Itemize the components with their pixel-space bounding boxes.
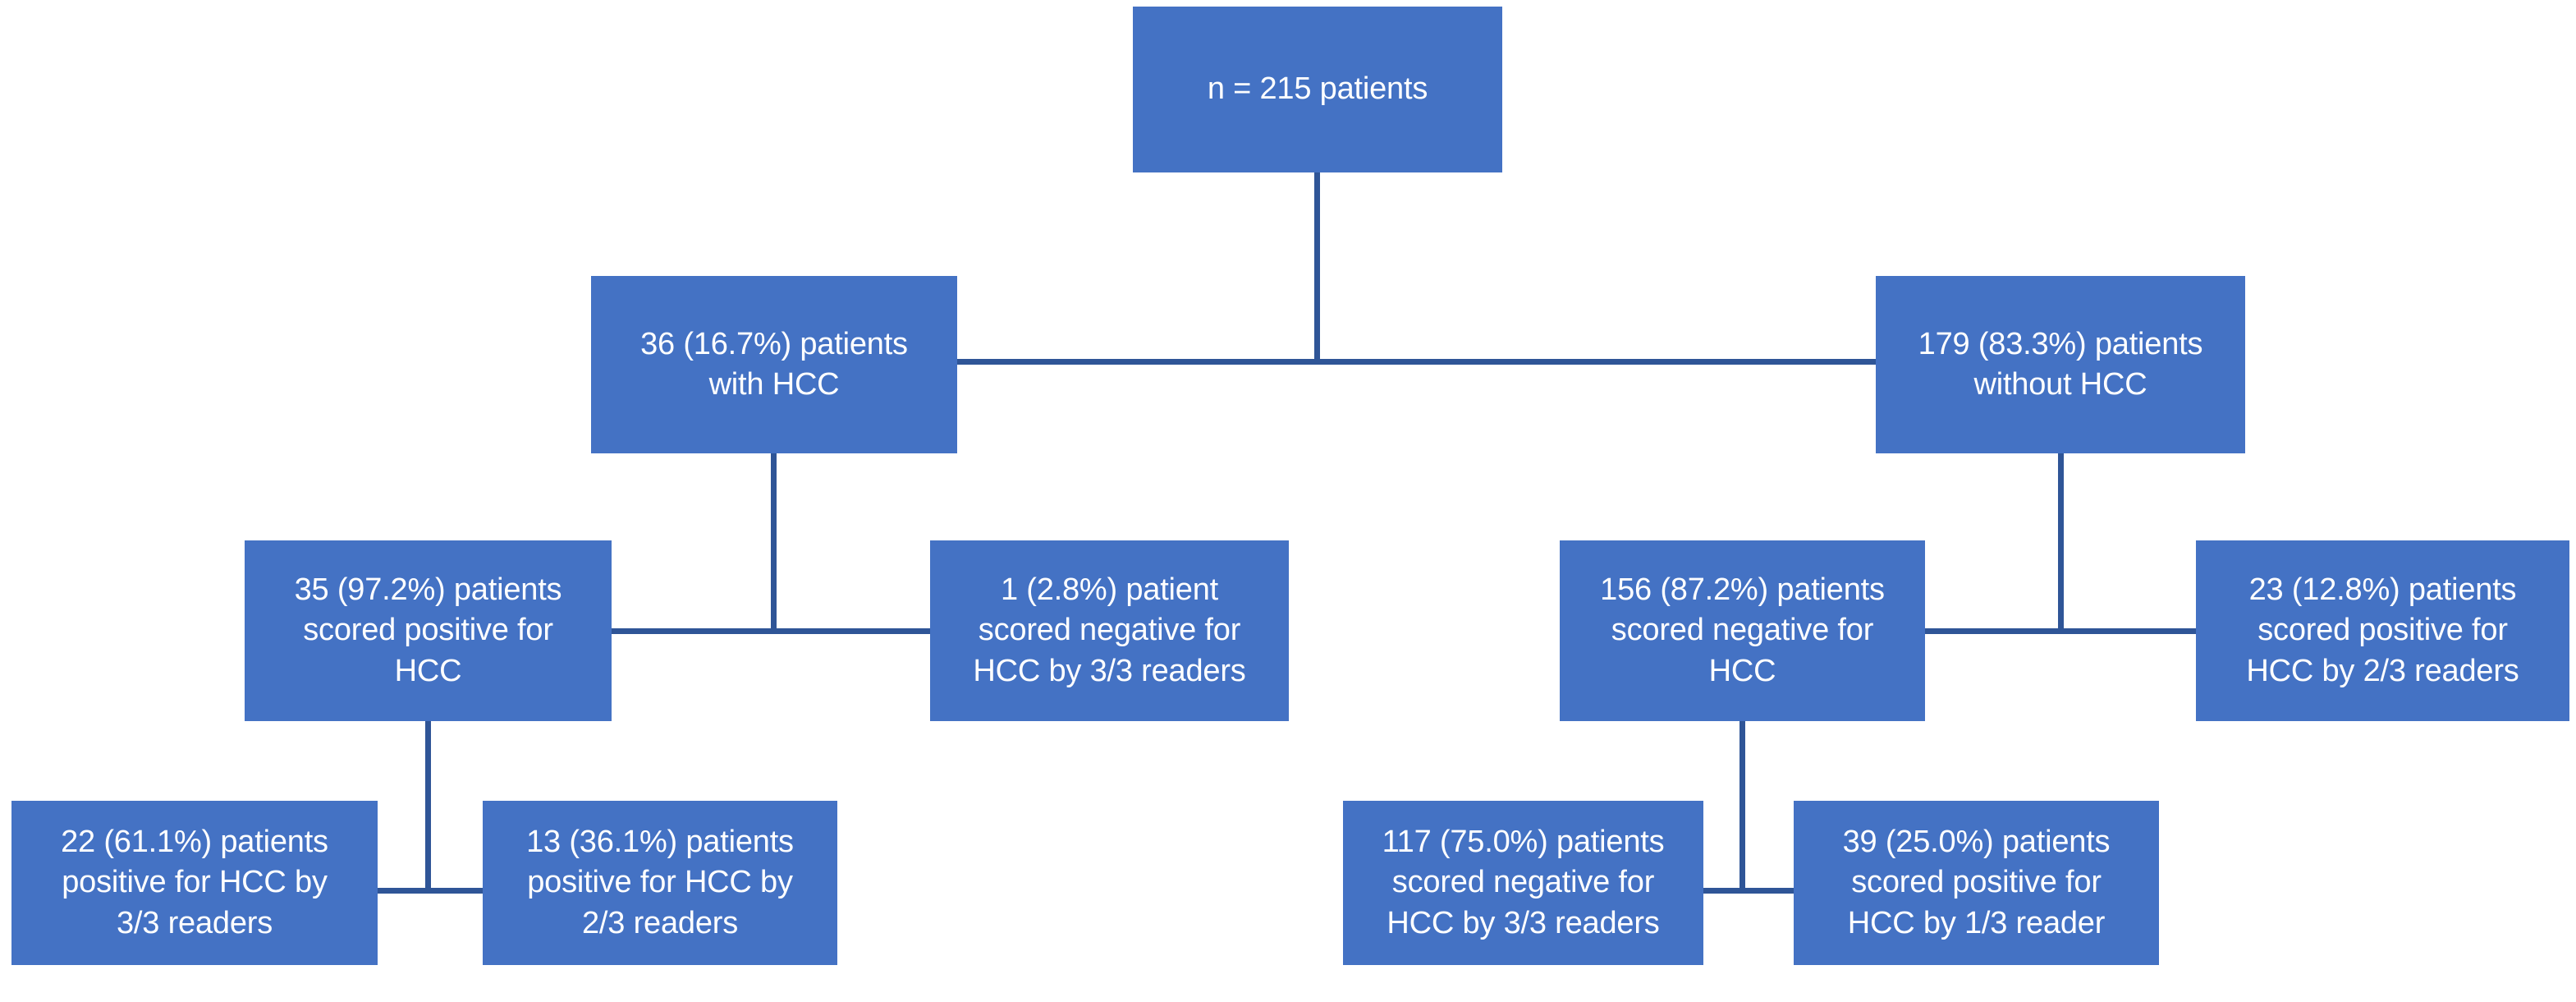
connector-level4-right-bar bbox=[1703, 888, 1794, 894]
node-hcc-pos-33-line2: positive for HCC by bbox=[62, 865, 328, 900]
node-nohcc-pos-line2: scored positive for bbox=[2257, 613, 2508, 648]
node-root-label: n = 215 patients bbox=[1207, 71, 1428, 107]
node-nohcc-scored-negative[interactable]: 156 (87.2%) patients scored negative for… bbox=[1560, 540, 1925, 721]
connector-root-stem bbox=[1314, 172, 1320, 361]
node-hcc-scored-negative[interactable]: 1 (2.8%) patient scored negative for HCC… bbox=[930, 540, 1289, 721]
node-hcc-positive-2of3[interactable]: 13 (36.1%) patients positive for HCC by … bbox=[483, 801, 837, 965]
node-patients-without-hcc[interactable]: 179 (83.3%) patients without HCC bbox=[1876, 276, 2245, 453]
connector-level2-bar bbox=[956, 359, 1877, 365]
connector-level3-left-bar bbox=[612, 628, 930, 634]
node-hcc-pos-line3: HCC bbox=[394, 653, 462, 688]
node-with-hcc-line1: 36 (16.7%) patients bbox=[640, 326, 908, 361]
node-nohcc-pos-line1: 23 (12.8%) patients bbox=[2248, 572, 2517, 607]
node-patients-with-hcc[interactable]: 36 (16.7%) patients with HCC bbox=[591, 276, 957, 453]
node-nohcc-pos-13-line2: scored positive for bbox=[1851, 865, 2102, 900]
node-root-total-patients[interactable]: n = 215 patients bbox=[1133, 7, 1502, 172]
node-hcc-pos-line2: scored positive for bbox=[303, 613, 553, 648]
node-nohcc-neg-line3: HCC bbox=[1708, 653, 1776, 688]
node-hcc-pos-33-line1: 22 (61.1%) patients bbox=[61, 824, 328, 859]
node-nohcc-pos-13-line3: HCC by 1/3 reader bbox=[1847, 905, 2106, 940]
connector-hcc-pos-stem bbox=[425, 721, 431, 890]
node-without-hcc-line2: without HCC bbox=[1973, 367, 2147, 402]
node-nohcc-neg-33-line3: HCC by 3/3 readers bbox=[1387, 905, 1660, 940]
node-hcc-neg-line2: scored negative for bbox=[978, 613, 1241, 648]
node-hcc-scored-positive[interactable]: 35 (97.2%) patients scored positive for … bbox=[245, 540, 612, 721]
node-nohcc-neg-33-line2: scored negative for bbox=[1391, 865, 1655, 900]
node-hcc-pos-33-line3: 3/3 readers bbox=[116, 905, 273, 940]
node-hcc-neg-line1: 1 (2.8%) patient bbox=[1000, 572, 1219, 607]
connector-without-hcc-stem bbox=[2058, 453, 2064, 631]
node-hcc-pos-line1: 35 (97.2%) patients bbox=[294, 572, 562, 607]
node-hcc-pos-23-line1: 13 (36.1%) patients bbox=[526, 824, 794, 859]
node-with-hcc-line2: with HCC bbox=[708, 367, 840, 402]
node-hcc-pos-23-line3: 2/3 readers bbox=[581, 905, 739, 940]
node-nohcc-neg-line1: 156 (87.2%) patients bbox=[1600, 572, 1885, 607]
node-nohcc-pos-13-line1: 39 (25.0%) patients bbox=[1842, 824, 2111, 859]
node-nohcc-positive-1of3[interactable]: 39 (25.0%) patients scored positive for … bbox=[1794, 801, 2159, 965]
node-nohcc-pos-line3: HCC by 2/3 readers bbox=[2246, 653, 2519, 688]
connector-level3-right-bar bbox=[1925, 628, 2196, 634]
node-hcc-pos-23-line2: positive for HCC by bbox=[527, 865, 793, 900]
connector-level4-left-bar bbox=[378, 888, 483, 894]
node-nohcc-scored-positive[interactable]: 23 (12.8%) patients scored positive for … bbox=[2196, 540, 2569, 721]
node-nohcc-neg-33-line1: 117 (75.0%) patients bbox=[1382, 824, 1665, 859]
node-without-hcc-line1: 179 (83.3%) patients bbox=[1918, 326, 2203, 361]
node-hcc-positive-3of3[interactable]: 22 (61.1%) patients positive for HCC by … bbox=[11, 801, 378, 965]
node-nohcc-neg-line2: scored negative for bbox=[1611, 613, 1874, 648]
connector-with-hcc-stem bbox=[771, 453, 777, 631]
connector-nohcc-neg-stem bbox=[1739, 721, 1745, 890]
node-hcc-neg-line3: HCC by 3/3 readers bbox=[973, 653, 1246, 688]
node-nohcc-negative-3of3[interactable]: 117 (75.0%) patients scored negative for… bbox=[1343, 801, 1703, 965]
